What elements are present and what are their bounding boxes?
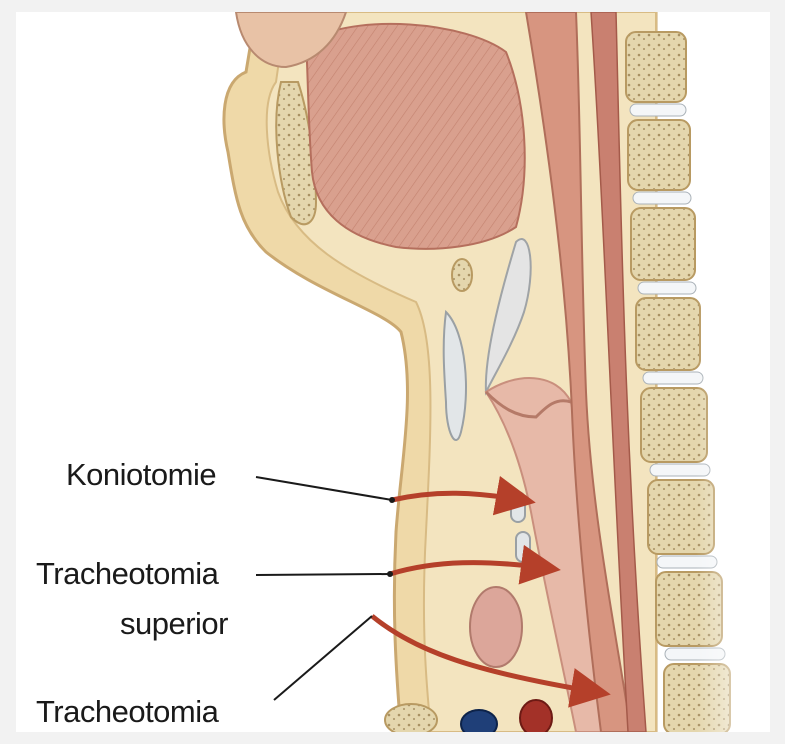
koniotomie-leader-dot — [389, 497, 395, 503]
right-fade — [696, 12, 770, 732]
anatomy-figure: Koniotomie Tracheotomia superior Tracheo… — [16, 12, 770, 732]
disc-1 — [630, 104, 686, 116]
disc-4 — [643, 372, 703, 384]
vessel-blue — [461, 710, 497, 732]
vertebra-2 — [628, 120, 690, 190]
vessel-red — [520, 700, 552, 732]
disc-3 — [638, 282, 696, 294]
thyroid-gland — [470, 587, 522, 667]
tongue-muscle — [306, 24, 525, 249]
hyoid-bone — [452, 259, 472, 291]
tracheotomia-inferior-label: Tracheotomia — [36, 696, 218, 727]
tracheotomia-superior-label-line1: Tracheotomia — [36, 558, 218, 589]
tracheotomia-superior-leader — [256, 574, 390, 575]
disc-2 — [633, 192, 691, 204]
tracheal-ring-2 — [516, 532, 530, 562]
vertebra-3 — [631, 208, 695, 280]
tracheotomia-superior-leader-dot — [387, 571, 393, 577]
clavicle-bone — [385, 704, 437, 732]
tracheotomia-inferior-leader — [274, 616, 372, 700]
vertebra-4 — [636, 298, 700, 370]
koniotomie-label: Koniotomie — [66, 459, 216, 490]
vertebra-1 — [626, 32, 686, 102]
koniotomie-leader — [256, 477, 392, 500]
tracheotomia-superior-label-line2: superior — [120, 608, 228, 639]
